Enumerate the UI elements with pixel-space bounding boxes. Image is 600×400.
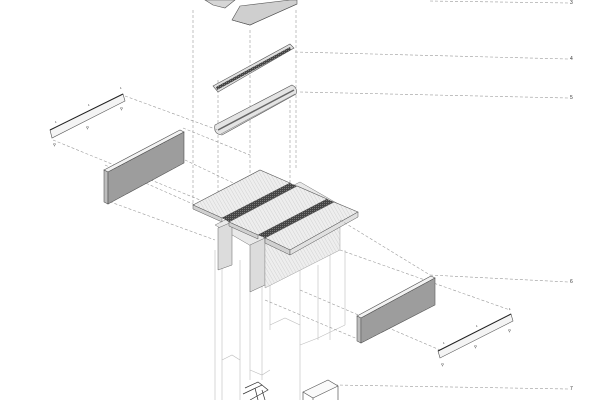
left-perforated-panel	[103, 129, 185, 205]
support-columns	[214, 250, 346, 400]
callout-label-4: 4	[570, 56, 573, 62]
svg-text:1: 1	[443, 341, 445, 345]
right-perforated-panel	[356, 275, 436, 344]
svg-text:⚲: ⚲	[53, 142, 56, 147]
callout-label-6: 6	[570, 279, 573, 285]
base-block	[302, 379, 339, 400]
callout-label-5: 5	[570, 95, 573, 101]
svg-text:1: 1	[509, 307, 511, 311]
brush-strip	[212, 43, 295, 93]
callout-label-3: 3	[570, 0, 573, 6]
svg-text:⚲: ⚲	[508, 328, 511, 333]
gutter-channel	[214, 84, 297, 136]
top-cover-plates	[204, 0, 298, 26]
callout-leaders	[294, 0, 569, 390]
svg-text:⚲: ⚲	[441, 362, 444, 367]
svg-text:⚲: ⚲	[86, 125, 89, 130]
callout-label-7: 7	[570, 386, 573, 392]
right-edge-bar: 1 1 1 ⚲ ⚲ ⚲	[437, 307, 514, 367]
svg-text:⚲: ⚲	[474, 344, 477, 349]
svg-text:1: 1	[88, 103, 90, 107]
svg-text:1: 1	[476, 324, 478, 328]
central-grated-deck	[192, 169, 359, 293]
bracket-detail	[242, 381, 269, 400]
svg-text:1: 1	[55, 120, 57, 124]
left-edge-bar: 1 1 1 ⚲ ⚲ ⚲	[49, 86, 126, 147]
svg-text:1: 1	[120, 86, 122, 90]
svg-text:⚲: ⚲	[120, 106, 123, 111]
